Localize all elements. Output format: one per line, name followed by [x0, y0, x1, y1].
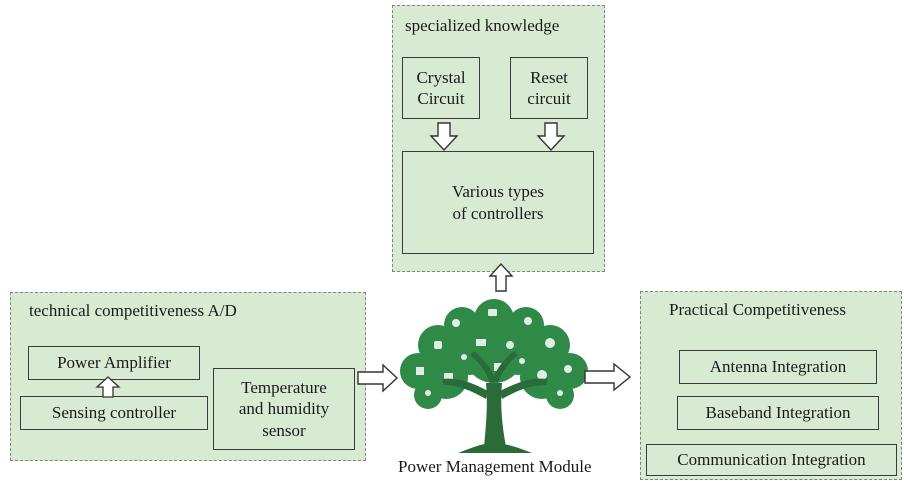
practical-competitiveness-title: Practical Competitiveness: [669, 300, 847, 319]
reset-circuit-box: Reset circuit: [510, 57, 588, 119]
communication-integration-box: Communication Integration: [646, 444, 897, 476]
sensing-controller-box: Sensing controller: [20, 396, 208, 430]
technical-competitiveness-panel: technical competitiveness A/D Power Ampl…: [10, 292, 366, 461]
power-amplifier-box: Power Amplifier: [28, 346, 200, 380]
right-arrow-left-icon: [357, 363, 399, 393]
controllers-box: Various types of controllers: [402, 151, 594, 254]
practical-competitiveness-panel: Practical Competitiveness Antenna Integr…: [640, 291, 902, 480]
up-arrow-sensing-icon: [95, 376, 121, 398]
technical-competitiveness-title: technical competitiveness A/D: [29, 301, 237, 320]
right-arrow-right-icon: [584, 362, 632, 392]
power-management-caption: Power Management Module: [398, 457, 592, 476]
temperature-sensor-box: Temperature and humidity sensor: [213, 368, 355, 450]
up-arrow-icon: [488, 262, 514, 292]
down-arrow-reset-icon: [536, 122, 566, 152]
baseband-integration-box: Baseband Integration: [677, 396, 879, 430]
crystal-circuit-box: Crystal Circuit: [402, 57, 480, 119]
down-arrow-crystal-icon: [429, 122, 459, 152]
specialized-knowledge-title: specialized knowledge: [405, 16, 560, 35]
antenna-integration-box: Antenna Integration: [679, 350, 877, 384]
tree-icon: [400, 299, 588, 453]
specialized-knowledge-panel: specialized knowledge Crystal Circuit Re…: [392, 5, 605, 272]
